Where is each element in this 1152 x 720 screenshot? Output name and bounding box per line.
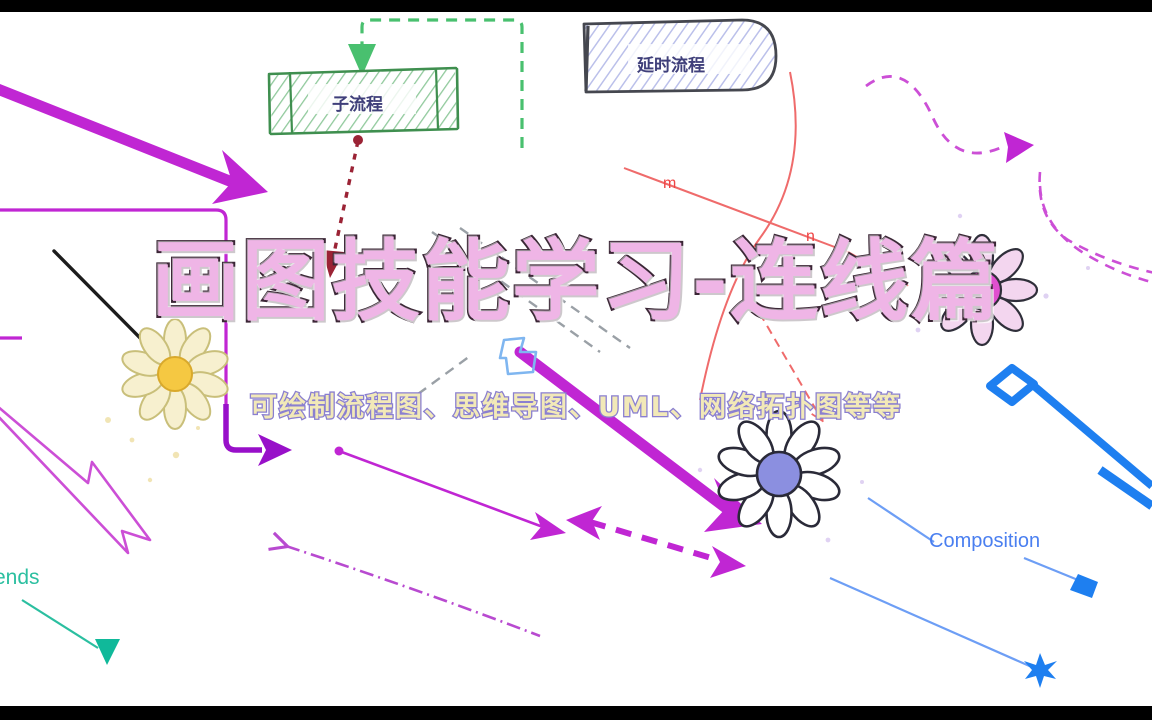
sparkle-decorations-purple: [697, 213, 1090, 543]
connector-black-diagonal-line: [52, 249, 154, 352]
connector-blue-star-line: [829, 576, 1057, 688]
thumbnail-canvas: 子流程 延时流程 m n ends Composition 画图技能学习-连线篇…: [0, 12, 1152, 706]
decorations-layer: [121, 233, 1039, 539]
connector-green-dashed-elbow-arrow: [348, 18, 524, 148]
connector-magenta-outline-arrow-lower-left: [0, 406, 152, 555]
connector-darkred-dashed-arrow: [322, 135, 363, 278]
sparkle-decorations: [105, 417, 200, 483]
connector-red-curve: [699, 71, 797, 401]
flower-cream-icon: [121, 318, 229, 430]
connector-magenta-rounded-rect-outline: [0, 208, 228, 404]
connector-magenta-dashdot-arrow: [286, 546, 541, 638]
connector-magenta-thick-arrow-top-left: [0, 83, 268, 204]
connectors-layer: [0, 18, 1152, 688]
connector-blue-aggregation-diamond: [986, 364, 1152, 490]
connector-teal-line-triangle: [21, 599, 120, 665]
connector-pink-dashed-curve-arrow-top: [865, 75, 1034, 163]
connector-blue-thick-arrow-right: [1097, 466, 1152, 510]
connector-blue-composition-diamond: [867, 497, 1098, 598]
connector-gray-dashed-lines: [417, 227, 631, 395]
flower-white-icon: [717, 409, 841, 539]
connector-red-polyline-m-n: [623, 167, 909, 287]
connector-red-dashed-arrow: [751, 299, 822, 420]
node-delay-box: [582, 18, 778, 94]
connector-magenta-dot-line-arrow: [334, 446, 566, 540]
node-subflow-box: [267, 66, 460, 136]
connector-pink-dashed-curve-right: [1038, 171, 1152, 284]
diagram-artwork: 子流程 延时流程 m n ends Composition 画图技能学习-连线篇…: [0, 12, 1152, 706]
connector-lightblue-handdrawn-shape: [498, 336, 538, 376]
connector-magenta-dashed-arrow: [566, 506, 746, 578]
connector-purple-elbow-arrow: [223, 404, 292, 466]
flower-pink-icon: [925, 233, 1039, 347]
